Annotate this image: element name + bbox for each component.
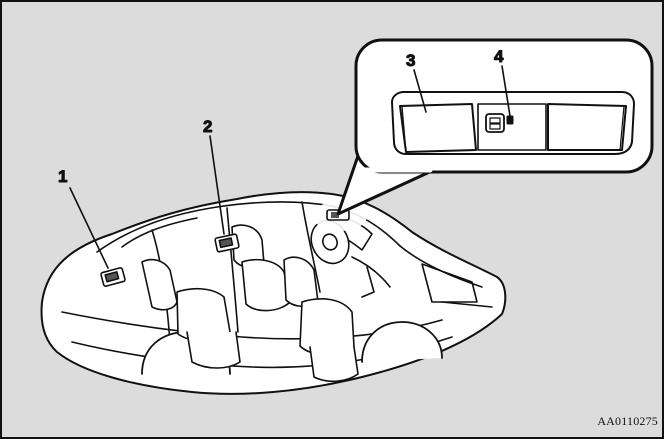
lamp-lens-3 [400,104,476,152]
callout-3: 3 [406,51,415,70]
front-room-lamp [392,92,634,154]
callout-2: 2 [203,117,212,136]
magnified-view [338,40,652,214]
callout-1: 1 [58,167,67,186]
callout-4: 4 [494,47,504,66]
figure-code: AA0110275 [597,414,658,429]
lamp-lens-right [548,104,626,150]
